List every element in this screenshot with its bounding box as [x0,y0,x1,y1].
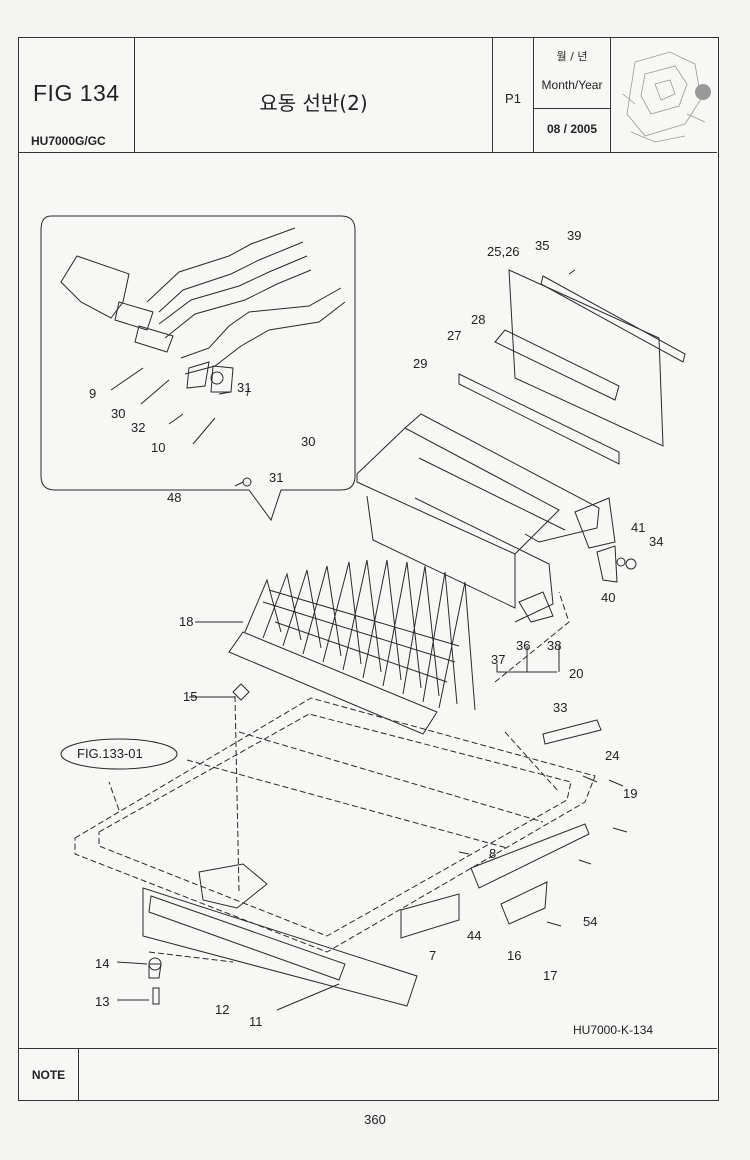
sheet-page: P1 [505,91,521,106]
callout-label: 28 [471,312,485,327]
title-cell: 요동 선반(2) [135,38,493,152]
callout-label: 30 [111,406,125,421]
callout-label: 13 [95,994,109,1009]
callout-label: 24 [605,748,619,763]
drawing-code: HU7000-K-134 [573,1023,653,1037]
parts-sheet: FIG 134 HU7000G/GC 요동 선반(2) P1 월 / 년 Mon… [18,37,719,1101]
date-label-korean: 월 / 년 [556,50,588,63]
callout-label: 27 [447,328,461,343]
machine-thumbnail-icon [622,51,711,143]
callout-label: 16 [507,948,521,963]
callout-label: 20 [569,666,583,681]
callout-label: 32 [131,420,145,435]
detail-inset-outline [40,215,356,522]
callout-label: 19 [623,786,637,801]
exploded-parts-diagram: 9 30 32 31 10 30 31 48 39 35 25,26 28 27… [40,215,686,1037]
callout-label: 37 [491,652,505,667]
callout-label: 18 [179,614,193,629]
callout-label: 9 [89,386,96,401]
header: FIG 134 HU7000G/GC 요동 선반(2) P1 월 / 년 Mon… [19,38,717,153]
callout-label: 14 [95,956,109,971]
callout-label: 44 [467,928,481,943]
callout-label: 29 [413,356,427,371]
callout-label: 48 [167,490,181,505]
callout-label: 12 [215,1002,229,1017]
callout-label: 39 [567,228,581,243]
callout-label: 35 [535,238,549,253]
page-cell: P1 [493,38,534,152]
reference-label: FIG.133-01 [77,746,143,761]
page-title: 요동 선반(2) [259,91,368,115]
callout-label: 40 [601,590,615,605]
note-row: NOTE [19,1048,717,1101]
reference-ellipse [60,738,178,770]
callout-label: 25,26 [487,244,520,259]
callout-label: 31 [237,380,251,395]
model-code: HU7000G/GC [31,134,106,148]
note-label: NOTE [19,1049,79,1101]
callout-label: 7 [429,948,436,963]
callout-label: 36 [516,638,530,653]
thumbnail-cell [611,38,717,152]
callout-label: 11 [249,1014,263,1029]
callout-label: 41 [631,520,645,535]
callout-label: 10 [151,440,165,455]
date-label-english: Month/Year [541,78,603,92]
callout-label: 30 [301,434,315,449]
callout-label: 54 [583,914,597,929]
figure-cell: FIG 134 HU7000G/GC [19,38,135,152]
callout-label: 17 [543,968,557,983]
callout-label: 38 [547,638,561,653]
callout-label: 34 [649,534,663,549]
callout-label: 31 [269,470,283,485]
figure-number: FIG 134 [33,80,120,106]
callout-label: 33 [553,700,567,715]
date-cell: 월 / 년 Month/Year 08 / 2005 [534,38,611,152]
callout-label: 15 [183,689,197,704]
date-value: 08 / 2005 [546,122,598,136]
date-divider [534,108,610,109]
page-number: 360 [364,1112,386,1127]
callout-label: 8 [489,846,496,861]
